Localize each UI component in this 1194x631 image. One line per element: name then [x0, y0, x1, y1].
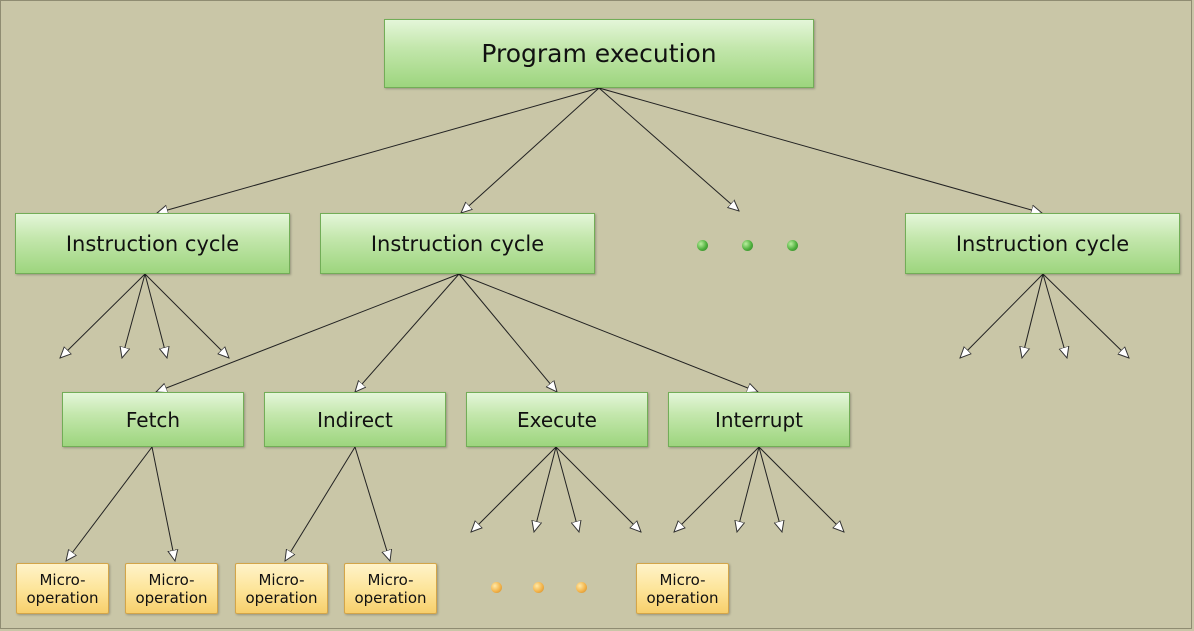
fetch-label: Fetch: [125, 407, 181, 432]
arrow-cycle1-fan-4: [144, 273, 229, 358]
arrow-interrupt-fan-3: [758, 446, 782, 532]
micro-operation-label: Micro-operation: [26, 570, 99, 607]
micro-operation-box-3: Micro-operation: [235, 563, 328, 614]
arrow-root-to-cycle-3: [598, 87, 1042, 213]
interrupt-box: Interrupt: [668, 392, 850, 447]
arrow-interrupt-fan-2: [737, 446, 760, 532]
arrow-execute-fan-3: [555, 446, 579, 532]
arrow-cycle2-to-fetch: [156, 273, 460, 392]
instruction-cycle-box-3: Instruction cycle: [905, 213, 1180, 274]
arrow-interrupt-fan-4: [758, 446, 844, 532]
arrow-cycle3-fan-1: [960, 273, 1044, 358]
arrow-cycle1-fan-2: [122, 273, 146, 358]
arrow-indirect-to-microop-1: [285, 446, 356, 561]
arrow-cycle3-fan-3: [1042, 273, 1067, 358]
program-execution-label: Program execution: [481, 39, 717, 68]
execute-box: Execute: [466, 392, 648, 447]
ellipsis-dot: [533, 582, 544, 593]
arrow-execute-fan-4: [555, 446, 641, 532]
arrow-cycle1-fan-3: [144, 273, 167, 358]
micro-operation-label: Micro-operation: [354, 570, 427, 607]
indirect-box: Indirect: [264, 392, 446, 447]
micro-operation-label: Micro-operation: [245, 570, 318, 607]
micro-operation-box-5: Micro-operation: [636, 563, 729, 614]
arrow-fetch-to-microop-1: [66, 446, 153, 561]
ellipsis-dot: [491, 582, 502, 593]
ellipsis-dot: [576, 582, 587, 593]
arrow-root-to-cycle-2: [461, 87, 600, 213]
instruction-cycle-label: Instruction cycle: [955, 231, 1130, 256]
arrow-cycle2-to-indirect: [355, 273, 460, 392]
ellipsis-dot: [742, 240, 753, 251]
arrow-cycle3-fan-4: [1042, 273, 1129, 358]
indirect-label: Indirect: [317, 407, 393, 432]
instruction-cycle-label: Instruction cycle: [65, 231, 240, 256]
arrow-execute-fan-2: [534, 446, 557, 532]
arrow-cycle3-fan-2: [1022, 273, 1044, 358]
micro-operation-box-4: Micro-operation: [344, 563, 437, 614]
arrow-interrupt-fan-1: [674, 446, 760, 532]
fetch-box: Fetch: [62, 392, 244, 447]
arrow-indirect-to-microop-2: [354, 446, 390, 561]
arrow-cycle1-fan-1: [60, 273, 146, 358]
arrow-execute-fan-1: [471, 446, 557, 532]
arrow-fetch-to-microop-2: [151, 446, 175, 561]
arrow-root-to-ellipsis: [598, 87, 739, 211]
instruction-cycle-box-1: Instruction cycle: [15, 213, 290, 274]
micro-operation-label: Micro-operation: [646, 570, 719, 607]
ellipsis-dot: [787, 240, 798, 251]
instruction-cycle-label: Instruction cycle: [370, 231, 545, 256]
ellipsis-dot: [697, 240, 708, 251]
execute-label: Execute: [517, 407, 597, 432]
instruction-cycle-box-2: Instruction cycle: [320, 213, 595, 274]
interrupt-label: Interrupt: [714, 407, 804, 432]
program-execution-box: Program execution: [384, 19, 814, 88]
arrow-cycle2-to-interrupt: [458, 273, 758, 392]
micro-operation-box-1: Micro-operation: [16, 563, 109, 614]
arrow-cycle2-to-execute: [458, 273, 557, 392]
micro-operation-label: Micro-operation: [135, 570, 208, 607]
arrow-root-to-cycle-1: [157, 87, 600, 213]
micro-operation-box-2: Micro-operation: [125, 563, 218, 614]
